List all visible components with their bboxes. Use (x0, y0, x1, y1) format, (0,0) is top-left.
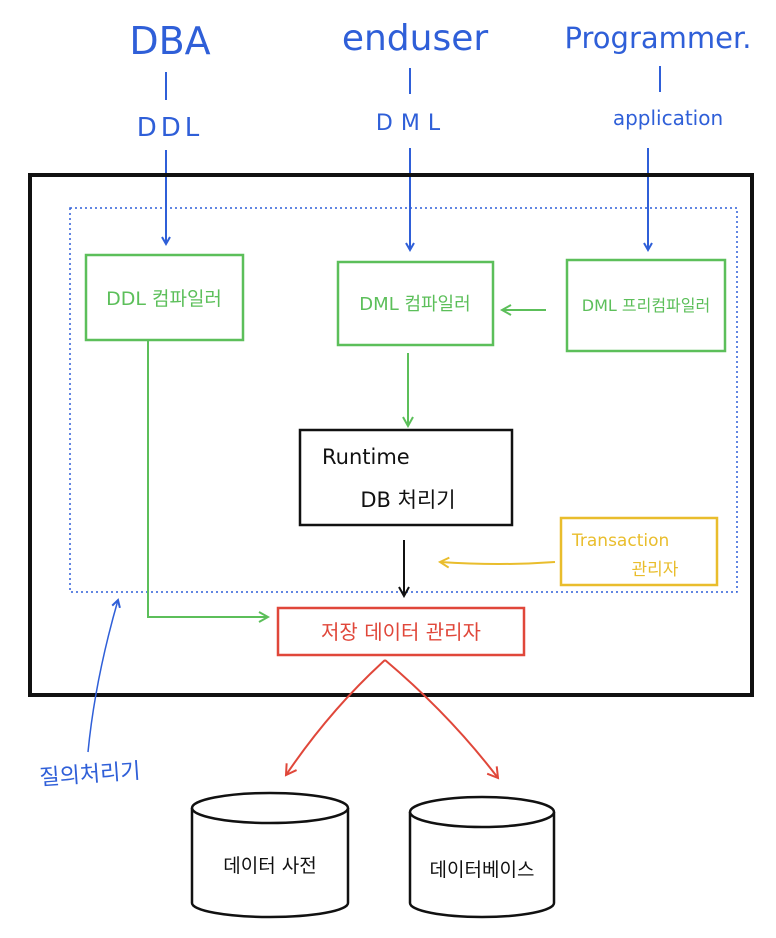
arrow-query-processor-label (87, 600, 118, 753)
database-cylinder: 데이터베이스 (408, 795, 556, 919)
ddl-compiler-frame (84, 253, 245, 342)
actor-dba: DBA DDL (129, 19, 211, 244)
storage-manager-label: 저장 데이터 관리자 (321, 620, 481, 644)
dbms-boundary (28, 173, 754, 697)
actor-dba-language: DDL (137, 113, 204, 143)
runtime-db-processor-frame (298, 428, 514, 527)
database-top (408, 795, 556, 829)
data-dictionary-label: 데이터 사전 (223, 855, 316, 877)
database-label: 데이터베이스 (430, 859, 535, 881)
dml-compiler-box: DML 컴파일러 (336, 260, 495, 347)
ddl-compiler-label: DDL 컴파일러 (106, 288, 222, 310)
runtime-db-processor-box: Runtime DB 처리기 (298, 428, 514, 527)
actor-enduser-label: enduser (342, 18, 489, 59)
dml-compiler-frame (336, 260, 495, 347)
arrow-ddl-compiler-to-storage-manager (147, 340, 268, 617)
storage-manager-box: 저장 데이터 관리자 (276, 606, 526, 657)
actor-programmer-label: Programmer. (565, 21, 752, 55)
actor-enduser-language: DML (376, 111, 448, 136)
actor-programmer: Programmer. application (565, 21, 752, 250)
data-dictionary-top (190, 791, 350, 825)
actor-enduser: enduser DML (342, 18, 489, 250)
dml-compiler-label: DML 컴파일러 (359, 294, 470, 315)
actor-programmer-language: application (613, 106, 723, 130)
arrow-transaction-to-runtime (440, 562, 556, 564)
runtime-subtitle: DB 처리기 (360, 488, 455, 512)
runtime-title: Runtime (322, 445, 410, 469)
query-processor-label: 질의처리기 (39, 759, 142, 791)
storage-manager-frame (276, 606, 526, 657)
arrow-storage-manager-to-database (384, 659, 500, 780)
transaction-manager-frame (559, 516, 719, 587)
dml-precompiler-frame (565, 258, 727, 353)
transaction-manager-box: Transaction 관리자 (559, 516, 719, 587)
actor-dba-label: DBA (129, 19, 210, 63)
transaction-title: Transaction (571, 531, 669, 551)
dml-precompiler-label: DML 프리컴파일러 (582, 296, 710, 315)
dml-precompiler-box: DML 프리컴파일러 (565, 258, 727, 353)
data-dictionary-cylinder: 데이터 사전 (190, 791, 350, 919)
transaction-subtitle: 관리자 (632, 560, 679, 580)
query-processor-boundary (69, 207, 738, 593)
data-dictionary-body (190, 808, 350, 919)
ddl-compiler-box: DDL 컴파일러 (84, 253, 245, 342)
database-body (408, 812, 556, 919)
arrow-storage-manager-to-data-dictionary (284, 659, 386, 777)
